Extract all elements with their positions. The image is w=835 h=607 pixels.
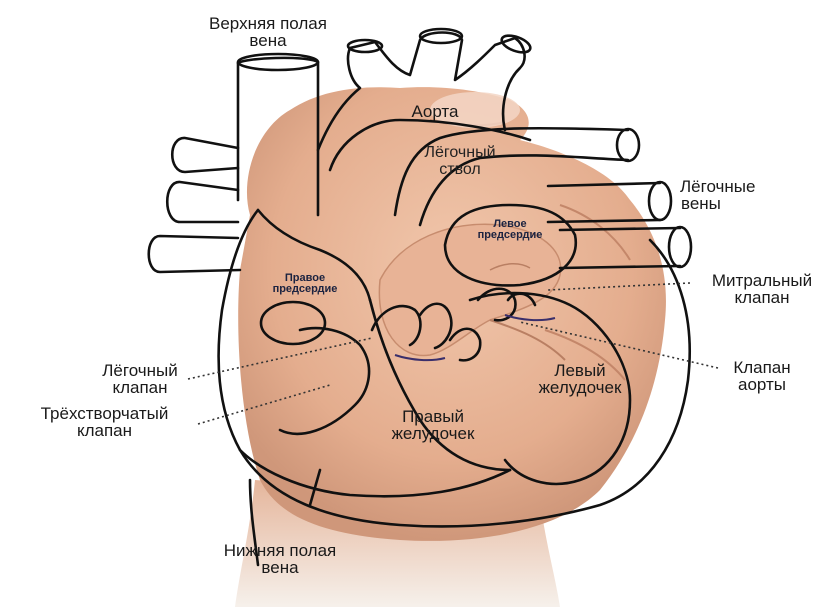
label-aorta: Аорта (390, 103, 480, 120)
label-pulmonary-trunk: Лёгочный ствол (410, 144, 510, 178)
label-inferior-vena-cava: Нижняя полая вена (190, 542, 370, 576)
label-pulmonary-veins: Лёгочные вены (680, 178, 820, 212)
label-left-ventricle: Левый желудочек (515, 362, 645, 396)
label-mitral-valve: Митральный клапан (692, 272, 832, 306)
label-pulmonary-valve: Лёгочный клапан (80, 362, 200, 396)
label-right-ventricle: Правый желудочек (368, 408, 498, 442)
label-left-atrium: Левое предсердие (455, 219, 565, 241)
label-aortic-valve: Клапан аорты (712, 359, 812, 393)
label-tricuspid-valve: Трёхстворчатый клапан (12, 405, 197, 439)
label-superior-vena-cava: Верхняя полая вена (178, 15, 358, 49)
label-right-atrium: Правое предсердие (250, 273, 360, 295)
